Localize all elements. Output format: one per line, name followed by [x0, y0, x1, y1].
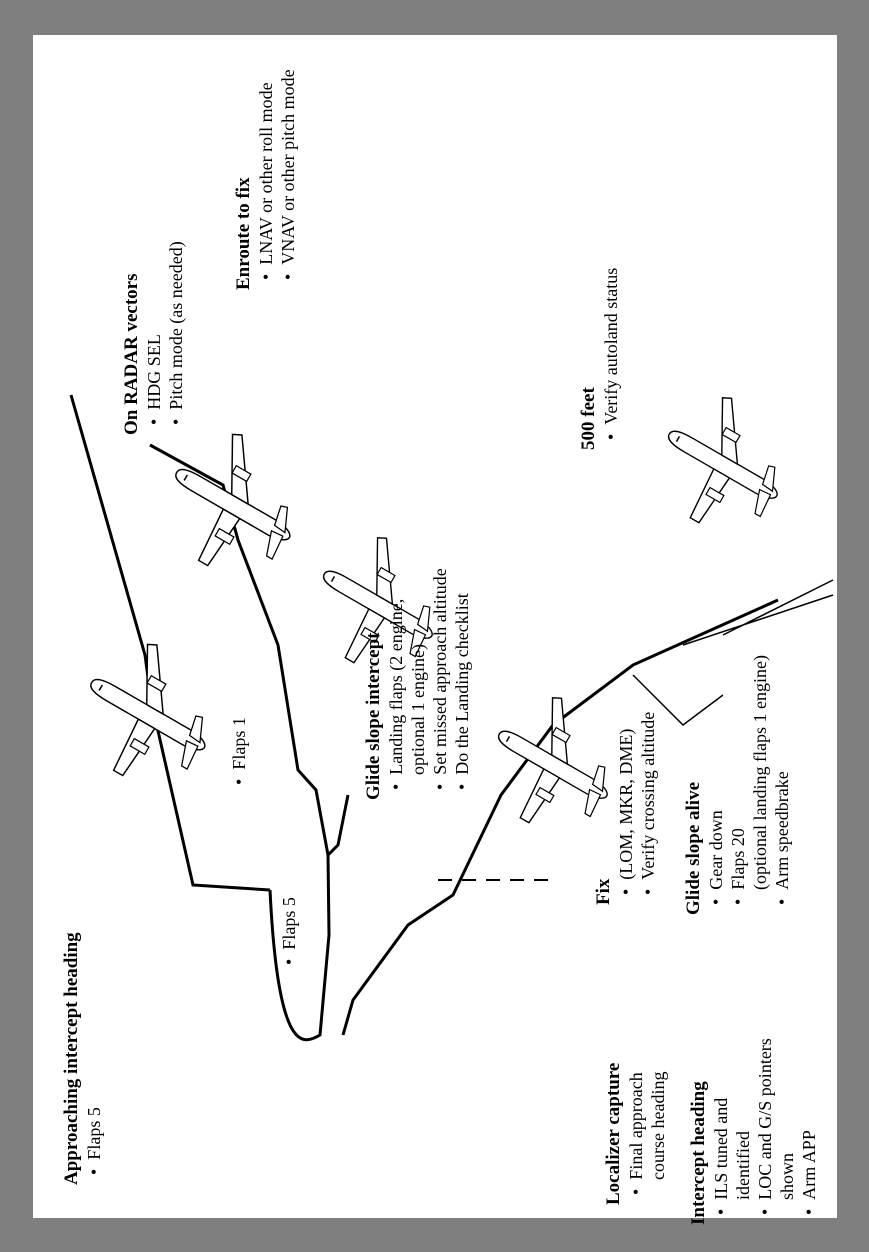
approach-diagram	[58, 379, 834, 1042]
flight-path-turn	[268, 854, 331, 1042]
label-gsintercept-title: Glide slope intercept	[363, 632, 384, 800]
label-localizer-title: Localizer capture	[603, 1062, 624, 1205]
label-enroute: Enroute to fix LNAV or other roll mode V…	[233, 69, 299, 290]
label-gsintercept: Glide slope intercept Landing flaps (2 e…	[363, 568, 473, 800]
label-fix: Fix (LOM, MKR, DME) Verify crossing alti…	[593, 712, 659, 905]
label-500feet-title: 500 feet	[578, 387, 599, 450]
label-flaps1: Flaps 1	[228, 717, 250, 795]
label-gsalive: Glide slope alive Gear down Flaps 20 (op…	[683, 655, 793, 915]
label-radar-title: On RADAR vectors	[121, 273, 142, 435]
label-approaching: Approaching intercept heading Flaps 5	[61, 932, 105, 1185]
label-approaching-title: Approaching intercept heading	[61, 932, 82, 1185]
label-localizer: Localizer capture Final approach course …	[603, 1063, 669, 1205]
label-approaching-item: Flaps 5	[83, 932, 105, 1185]
diagram-page: Approaching intercept heading Flaps 5 On…	[33, 35, 837, 1225]
label-intercept: Intercept heading ILS tuned and identifi…	[688, 1038, 820, 1225]
label-radar: On RADAR vectors HDG SEL Pitch mode (as …	[121, 241, 187, 435]
label-fix-title: Fix	[593, 878, 614, 905]
label-500feet: 500 feet Verify autoland status	[578, 268, 622, 450]
label-gsalive-title: Glide slope alive	[683, 782, 704, 915]
label-enroute-title: Enroute to fix	[233, 177, 254, 290]
glide-slope-path	[341, 598, 779, 1036]
label-flaps5: Flaps 5	[278, 897, 300, 975]
label-intercept-title: Intercept heading	[688, 1081, 709, 1225]
